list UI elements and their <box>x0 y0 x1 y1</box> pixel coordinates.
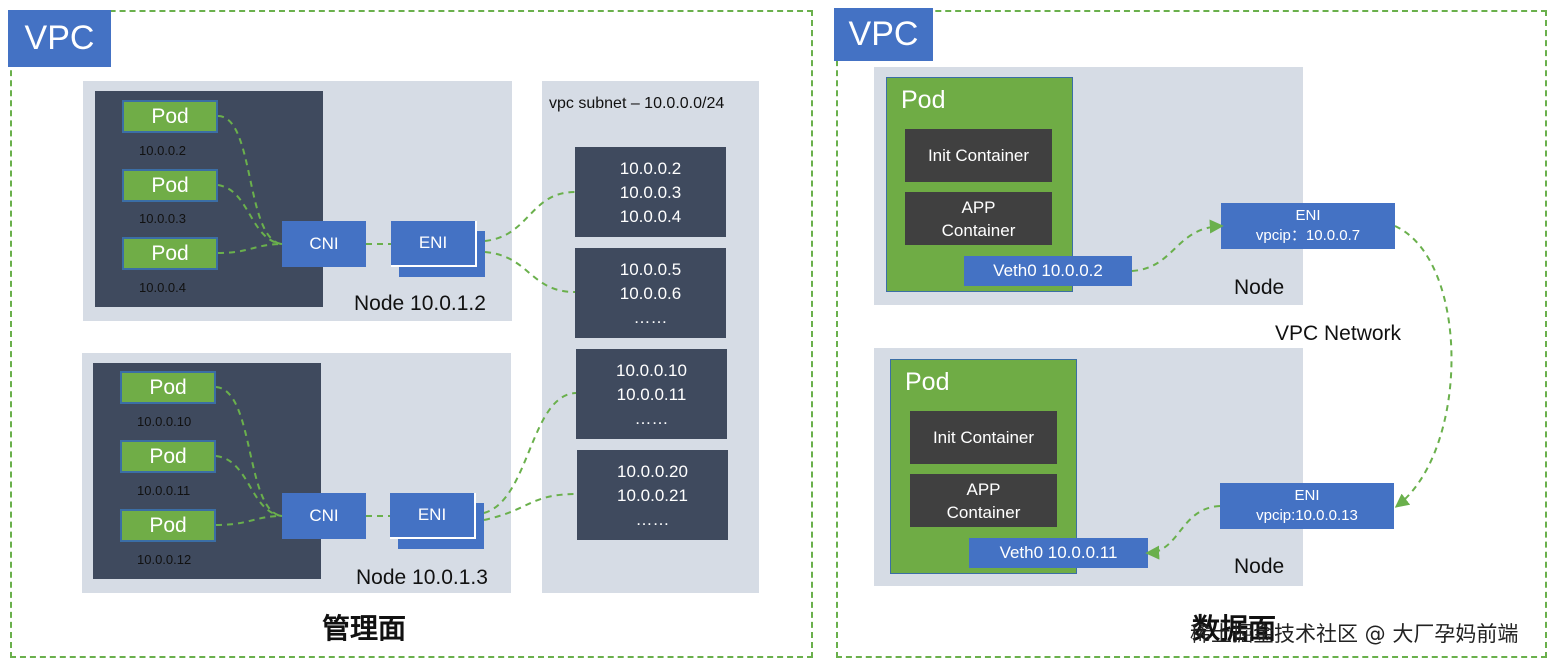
pod-box: Pod <box>120 440 216 473</box>
pod-ip: 10.0.0.12 <box>137 552 192 567</box>
pod-ip: 10.0.0.11 <box>137 483 191 498</box>
subnet-ip: 10.0.0.10 <box>616 361 687 380</box>
eni-line: ENI <box>1295 207 1321 224</box>
left-caption: 管理面 <box>322 612 407 645</box>
right-vpc-frame <box>836 10 1547 658</box>
pod-ip: 10.0.0.10 <box>137 414 192 429</box>
app-container: APP Container <box>905 192 1052 245</box>
init-container-label: Init Container <box>932 428 1035 447</box>
subnet-ip: 10.0.0.2 <box>619 159 682 178</box>
right-node-2-label: Node <box>1234 555 1285 578</box>
pod-cni-link <box>217 243 283 254</box>
eni-subnet-link <box>483 392 577 514</box>
veth-box: Veth0 10.0.0.11 <box>969 538 1148 568</box>
node-2-label: Node 10.0.1.3 <box>356 566 488 589</box>
eni-eni-link <box>1394 225 1453 508</box>
eni-subnet-link <box>484 251 576 293</box>
veth-eni-link <box>1131 219 1224 272</box>
right-eni-box: ENI vpcip：10.0.0.7 <box>1221 203 1395 249</box>
subnet-block: 10.0.0.10 10.0.0.11 …… <box>576 349 727 439</box>
vpc-network-label: VPC Network <box>1275 322 1402 345</box>
init-container: Init Container <box>910 411 1057 464</box>
pod-box: Pod <box>120 371 216 404</box>
subnet-ip: 10.0.0.6 <box>619 284 682 303</box>
subnet-ip: 10.0.0.3 <box>619 183 682 202</box>
right-caption: 数据面 <box>1192 612 1277 645</box>
pod-cni-link <box>217 184 283 245</box>
eni-box: ENI <box>391 221 477 267</box>
eni-subnet-link <box>484 191 576 242</box>
app-container-line: APP <box>966 479 1001 499</box>
subnet-block: 10.0.0.5 10.0.0.6 …… <box>575 248 726 338</box>
subnet-ip: 10.0.0.21 <box>617 486 688 505</box>
pod-ip: 10.0.0.3 <box>139 211 186 226</box>
right-pod-1-title: Pod <box>901 86 946 114</box>
eni-veth-link <box>1145 505 1221 560</box>
pod-box: Pod <box>122 100 218 133</box>
watermark: 稀土掘金技术社区 @ 大厂孕妈前端 <box>1190 622 1519 646</box>
pod-ip: 10.0.0.2 <box>139 143 186 158</box>
right-vpc-label: VPC <box>834 8 933 61</box>
init-container-label: Init Container <box>927 146 1030 165</box>
subnet-title: vpc subnet – 10.0.0.0/24 <box>549 95 725 112</box>
pod-cni-link <box>215 386 283 517</box>
pod-cni-link <box>215 455 283 517</box>
node-1-label: Node 10.0.1.2 <box>354 292 486 315</box>
right-eni-box: ENI vpcip:10.0.0.13 <box>1220 483 1394 529</box>
subnet-ip: 10.0.0.4 <box>619 207 682 226</box>
eni-line: ENI <box>1294 487 1320 504</box>
cni-box: CNI <box>282 221 366 267</box>
subnet-ip: 10.0.0.11 <box>616 385 687 404</box>
cni-box: CNI <box>282 493 366 539</box>
right-pod-2-title: Pod <box>905 368 950 396</box>
pod-cni-link <box>215 515 283 526</box>
app-container-line: APP <box>961 197 996 217</box>
pod-box: Pod <box>122 169 218 202</box>
subnet-ip: …… <box>634 409 669 428</box>
pod-box: Pod <box>120 509 216 542</box>
eni-subnet-link <box>483 493 578 521</box>
init-container: Init Container <box>905 129 1052 182</box>
left-vpc-frame <box>10 10 813 658</box>
subnet-ip: …… <box>633 308 668 327</box>
eni-line: vpcip:10.0.0.13 <box>1256 507 1358 524</box>
app-container: APP Container <box>910 474 1057 527</box>
subnet-ip: 10.0.0.20 <box>617 462 688 481</box>
subnet-block: 10.0.0.20 10.0.0.21 …… <box>577 450 728 540</box>
veth-box: Veth0 10.0.0.2 <box>964 256 1132 286</box>
right-pod-1 <box>886 77 1073 292</box>
subnet-ip: …… <box>635 510 670 529</box>
app-container-line: Container <box>941 220 1016 240</box>
right-node-1-label: Node <box>1234 276 1285 299</box>
pod-box: Pod <box>122 237 218 270</box>
pod-ip: 10.0.0.4 <box>139 280 186 295</box>
app-container-line: Container <box>946 502 1021 522</box>
eni-line: vpcip：10.0.0.7 <box>1255 227 1361 244</box>
pod-cni-link <box>217 115 283 245</box>
eni-box: ENI <box>390 493 476 539</box>
subnet-ip: 10.0.0.5 <box>619 260 682 279</box>
subnet-block: 10.0.0.2 10.0.0.3 10.0.0.4 <box>575 147 726 237</box>
left-vpc-label: VPC <box>8 10 111 67</box>
